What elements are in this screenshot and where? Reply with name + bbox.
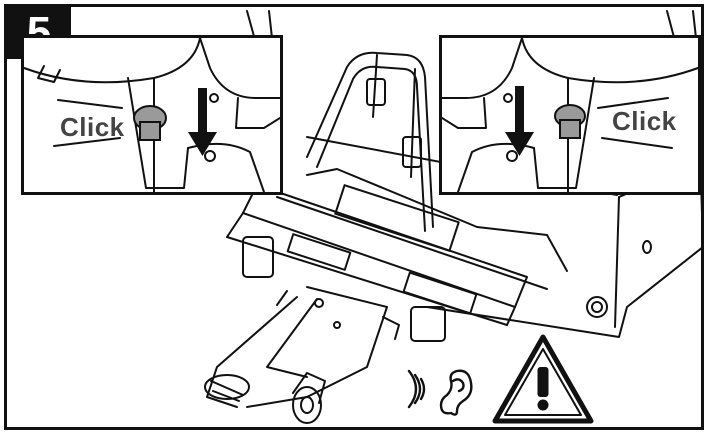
- release-button-left: [133, 105, 167, 141]
- detail-inset-right: Click: [439, 35, 701, 195]
- arrow-down-icon: [505, 86, 534, 156]
- detail-illustration-right: [442, 38, 698, 192]
- click-label-right: Click: [612, 106, 677, 136]
- detail-illustration-left: [24, 38, 280, 192]
- warning-triangle-icon: [492, 334, 594, 424]
- detail-inset-left: Click: [21, 35, 283, 195]
- ear-sound-icon: [407, 369, 473, 416]
- instruction-panel: 5: [4, 4, 704, 430]
- arrow-down-icon: [188, 88, 217, 156]
- release-button-right: [554, 104, 586, 139]
- click-label-left: Click: [60, 112, 125, 142]
